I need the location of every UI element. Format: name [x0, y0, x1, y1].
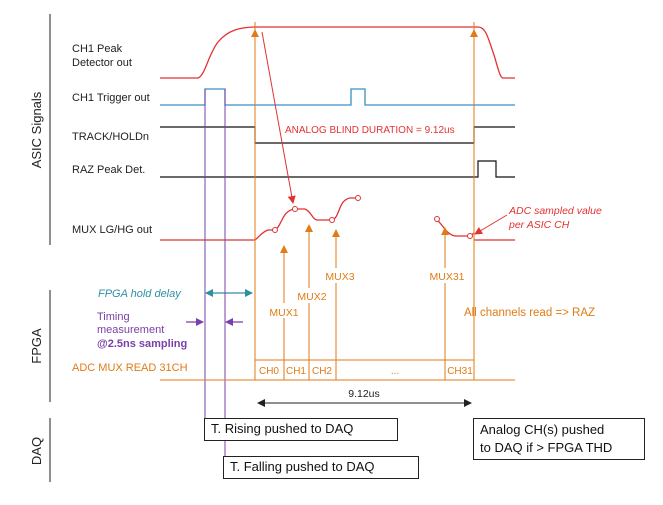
mux2-label: MUX2: [297, 291, 326, 303]
ch31-cell: CH31: [447, 366, 473, 377]
mux31-label: MUX31: [429, 271, 464, 283]
peak-to-sample-arrow: [261, 31, 296, 204]
t-rising-text: T. Rising pushed to DAQ: [211, 421, 354, 436]
sample-dot-2: [292, 206, 298, 212]
analog-blind-label: ANALOG BLIND DURATION = 9.12us: [285, 125, 455, 136]
adc-sampled-arrow: [474, 214, 508, 235]
sample-dot-5: [434, 216, 440, 222]
fpga-section-label: FPGA: [29, 328, 44, 364]
timing-label-line1: Timing: [97, 311, 130, 323]
mux-out-waveform: [160, 197, 360, 241]
raz-peak-waveform: [160, 160, 515, 178]
track-hold-waveform: [160, 126, 515, 144]
ch1-trigger-label: CH1 Trigger out: [72, 92, 150, 104]
mux3-label: MUX3: [325, 271, 354, 283]
ch1-trigger-waveform: [160, 88, 515, 106]
timing-label-line2: measurement: [97, 324, 164, 336]
ch1-peak-waveform: [160, 26, 515, 79]
t-falling-box: T. Falling pushed to DAQ: [223, 456, 419, 479]
all-channels-label: All channels read => RAZ: [464, 307, 595, 319]
ch1-peak-label-line2: Detector out: [72, 57, 132, 69]
track-hold-label: TRACK/HOLDn: [72, 131, 149, 143]
ch2-cell: CH2: [312, 366, 332, 377]
mux1-label: MUX1: [269, 307, 298, 319]
t-falling-text: T. Falling pushed to DAQ: [230, 459, 375, 474]
raz-peak-label: RAZ Peak Det.: [72, 164, 145, 176]
fpga-hold-delay-label: FPGA hold delay: [98, 288, 182, 300]
t-rising-box: T. Rising pushed to DAQ: [204, 418, 398, 441]
mux-out-label: MUX LG/HG out: [72, 224, 152, 236]
dots-cell: ...: [391, 366, 399, 377]
sample-dot-4: [355, 195, 361, 201]
adc-read-frame: [254, 359, 475, 381]
sample-dot-6: [467, 233, 473, 239]
analog-ch-box: Analog CH(s) pushed to DAQ if > FPGA THD: [473, 418, 645, 460]
ch1-cell: CH1: [286, 366, 306, 377]
daq-section-label: DAQ: [29, 437, 44, 465]
adc-mux-read-label: ADC MUX READ 31CH: [72, 362, 188, 374]
adc-sampled-label-line2: per ASIC CH: [508, 219, 570, 231]
duration-label: 9.12us: [348, 388, 380, 400]
sample-dot-1: [272, 227, 278, 233]
asic-section-label: ASIC Signals: [29, 91, 44, 168]
sample-dot-3: [329, 217, 335, 223]
timing-label-line3: @2.5ns sampling: [97, 338, 187, 350]
ch1-peak-label-line1: CH1 Peak: [72, 43, 123, 55]
ch0-cell: CH0: [259, 366, 279, 377]
analog-ch-text-line1: Analog CH(s) pushed: [480, 422, 605, 437]
adc-sampled-label-line1: ADC sampled value: [508, 205, 602, 217]
analog-ch-text-line2: to DAQ if > FPGA THD: [480, 440, 613, 455]
